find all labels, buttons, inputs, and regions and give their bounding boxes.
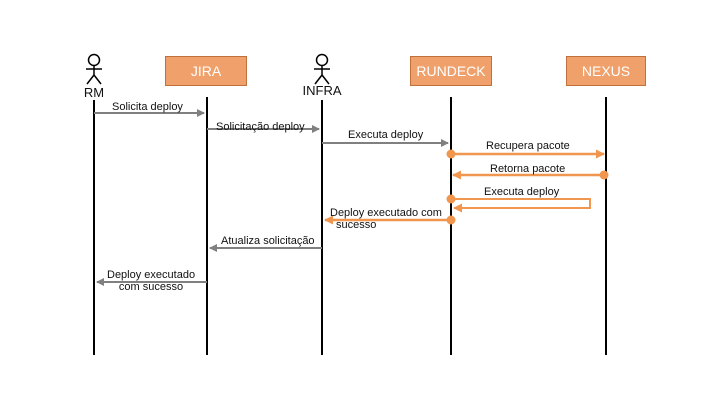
- message-executa-deploy-self: Executa deploy: [484, 186, 560, 198]
- participant-rundeck-box: RUNDECK: [410, 56, 492, 86]
- message-recupera-pacote: Recupera pacote: [486, 140, 570, 152]
- message-executa-deploy: Executa deploy: [348, 129, 424, 141]
- message-retorna-pacote: Retorna pacote: [490, 163, 566, 175]
- participant-jira-box: JIRA: [165, 56, 247, 86]
- message-deploy-executado-rm-line2: com sucesso: [118, 281, 184, 293]
- actor-rm-label: RM: [83, 85, 105, 100]
- message-deploy-executado-rm: Deploy executado com sucesso: [107, 269, 195, 293]
- message-solicitacao-deploy: Solicitação deploy: [216, 121, 305, 133]
- actor-infra-icon: [314, 53, 330, 85]
- participant-nexus-label: NEXUS: [581, 63, 631, 79]
- actor-infra-label: INFRA: [302, 83, 342, 98]
- participant-jira-label: JIRA: [190, 63, 222, 79]
- message-deploy-executado-infra-line1: Deploy executado com: [330, 207, 442, 219]
- arrow-executa-deploy-self: [451, 198, 591, 213]
- actor-rm-icon: [86, 53, 102, 85]
- participant-nexus-box: NEXUS: [566, 56, 646, 86]
- message-deploy-executado-rm-line1: Deploy executado: [107, 269, 196, 281]
- message-atualiza-solicitacao: Atualiza solicitação: [221, 235, 315, 247]
- message-deploy-executado-infra-line2: sucesso: [336, 219, 377, 231]
- message-deploy-executado-infra: Deploy executado com sucesso: [330, 207, 442, 231]
- participant-rundeck-label: RUNDECK: [416, 63, 486, 79]
- message-solicita-deploy: Solicita deploy: [112, 101, 183, 113]
